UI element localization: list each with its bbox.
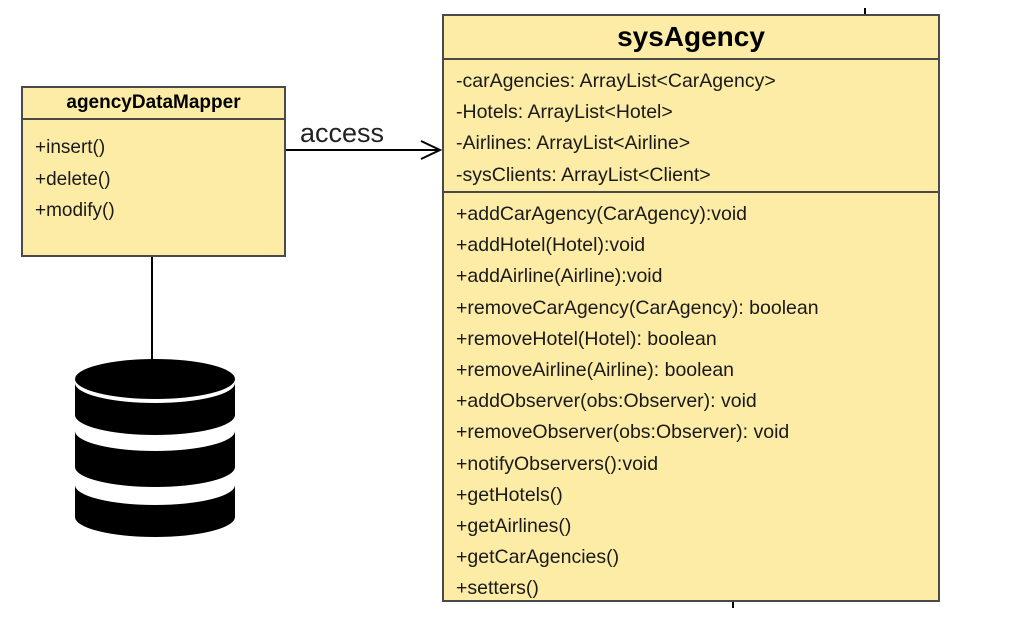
attribute-item: -Hotels: ArrayList<Hotel>: [456, 101, 673, 124]
operation-item: +addAirline(Airline):void: [456, 265, 663, 288]
class-title: sysAgency: [444, 16, 938, 60]
access-label: access: [300, 118, 385, 148]
operations-section: +insert() +delete() +modify(): [23, 120, 284, 227]
attribute-item: -carAgencies: ArrayList<CarAgency>: [456, 70, 776, 92]
operation-item: +getCarAgencies(): [456, 546, 620, 569]
operation-item: +delete(): [35, 168, 111, 190]
sys-agency-class[interactable]: sysAgency -carAgencies: ArrayList<CarAge…: [442, 14, 940, 602]
attribute-item: -Airlines: ArrayList<Airline>: [456, 132, 691, 155]
agency-data-mapper-class[interactable]: agencyDataMapper +insert() +delete() +mo…: [21, 86, 286, 257]
operations-section: +addCarAgency(CarAgency):void +addHotel(…: [444, 193, 938, 605]
operation-item: +insert(): [35, 137, 106, 158]
database-body: [75, 359, 235, 537]
arrow-head-icon: [420, 140, 443, 160]
operation-item: +addCarAgency(CarAgency):void: [456, 203, 748, 225]
operation-item: +getAirlines(): [456, 515, 572, 538]
database-icon: [75, 359, 235, 537]
operation-item: +getHotels(): [456, 483, 563, 506]
operation-item: +setters(): [456, 577, 539, 600]
attributes-section: -carAgencies: ArrayList<CarAgency> -Hote…: [444, 60, 938, 193]
operation-item: +removeAirline(Airline): boolean: [456, 359, 735, 382]
operation-item: +removeObserver(obs:Observer): void: [456, 421, 790, 444]
operation-item: +addObserver(obs:Observer): void: [456, 390, 757, 413]
operation-item: +modify(): [35, 200, 115, 221]
operation-item: +notifyObservers():void: [456, 452, 659, 475]
attribute-item: -sysClients: ArrayList<Client>: [456, 163, 711, 186]
operation-item: +addHotel(Hotel):void: [456, 234, 646, 257]
operation-item: +removeCarAgency(CarAgency): boolean: [456, 296, 819, 319]
operation-item: +removeHotel(Hotel): boolean: [456, 327, 717, 350]
class-title: agencyDataMapper: [23, 88, 284, 120]
